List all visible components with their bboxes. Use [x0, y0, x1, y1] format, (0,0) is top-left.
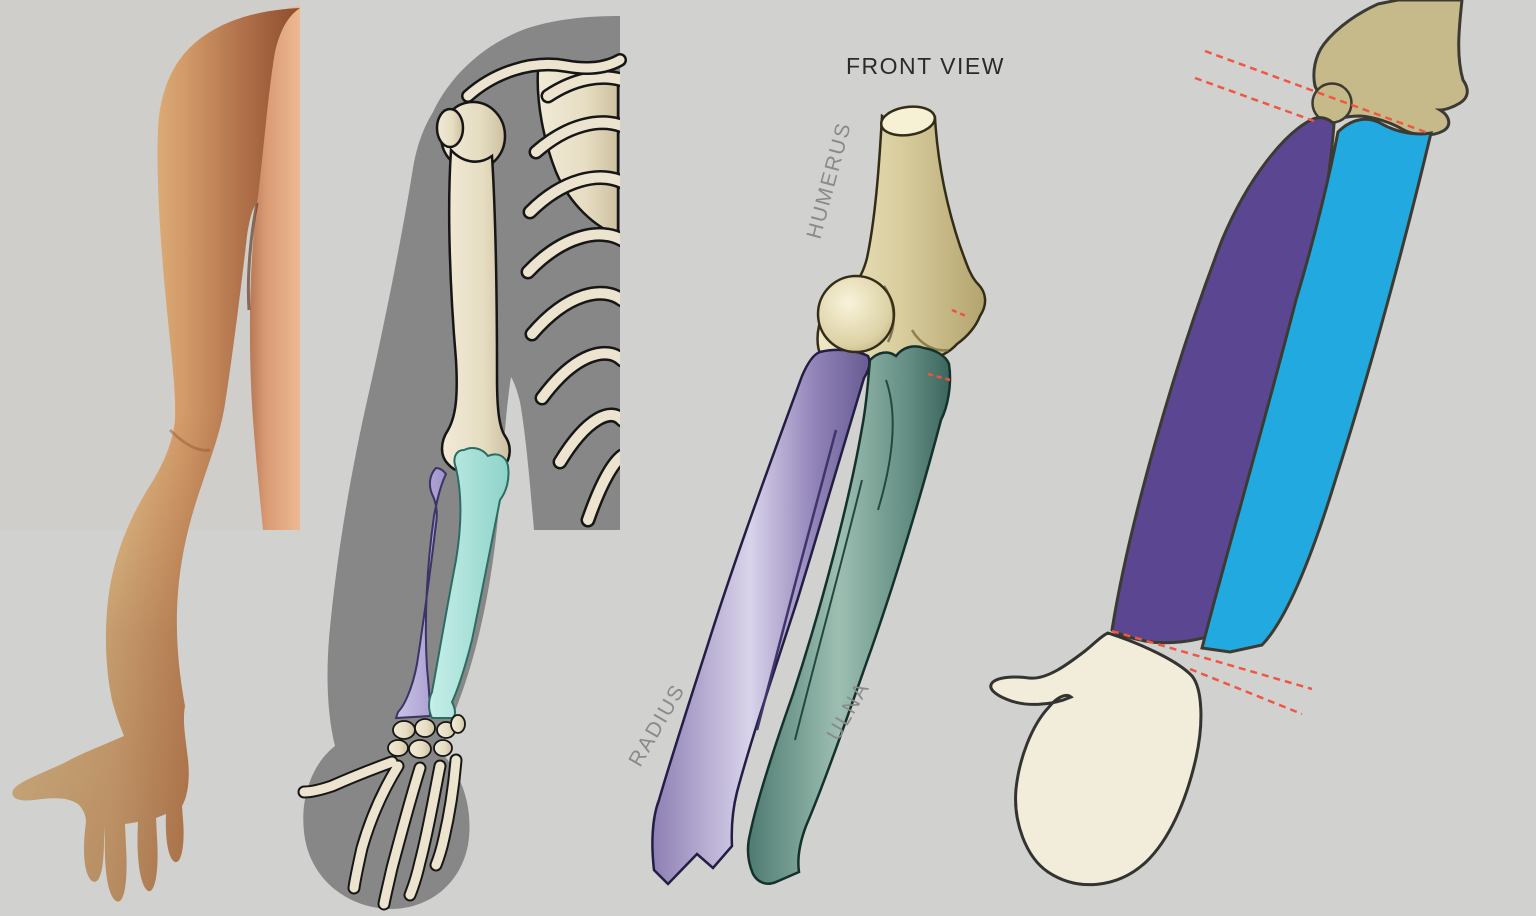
photo-armpit-crease [246, 202, 259, 311]
carpal-bones [387, 714, 466, 759]
rib-bone [583, 451, 620, 525]
front-view-title: FRONT VIEW [846, 53, 1005, 79]
rib-bone [525, 172, 620, 217]
photo-panel [0, 0, 300, 902]
greater-tubercle-bone [435, 107, 465, 149]
ulna-bone-cyan [428, 447, 510, 719]
rib-bone [537, 348, 620, 403]
schematic-hand-shape [989, 631, 1203, 887]
elbow-axis-line-upper [1204, 49, 1429, 135]
diagram-ulna-ridge [794, 379, 894, 741]
labeled-diagram-panel: FRONT VIEW HUMERUS RADIUS ULNA [624, 53, 1005, 886]
diagram-capitulum-arc [882, 285, 895, 343]
skeleton-panel [297, 16, 627, 911]
radius-bone-lavender [394, 466, 448, 720]
photo-arm-shading [12, 8, 300, 902]
clavicle-bone [461, 53, 627, 103]
rib-bone [531, 117, 620, 157]
rib-bone [543, 72, 620, 101]
photo-elbow-crease [168, 428, 211, 452]
schematic-axis-dashed-lines [1111, 49, 1429, 716]
schematic-ulna-strip [1200, 117, 1433, 654]
diagram-capitulum-ball [816, 274, 896, 354]
diagram-joint-dashes [927, 308, 967, 382]
schematic-panel [989, 0, 1469, 887]
rib-bone [527, 288, 620, 339]
diagram-ulna-bone [746, 345, 952, 885]
diagram-radius-ridge [755, 429, 838, 731]
diagram-radius-bone [651, 348, 871, 886]
rib-cage [520, 64, 620, 528]
wrist-axis-line-lower [1189, 667, 1303, 716]
wrist-axis-line-upper [1111, 629, 1313, 691]
rib-bone [523, 229, 620, 277]
elbow-axis-line-lower [1194, 76, 1315, 123]
rib-bone [555, 410, 620, 467]
hand-finger-bones [297, 753, 463, 911]
diagram-humerus-top-face [879, 105, 937, 137]
diagram-trochlea-crease [910, 329, 949, 352]
